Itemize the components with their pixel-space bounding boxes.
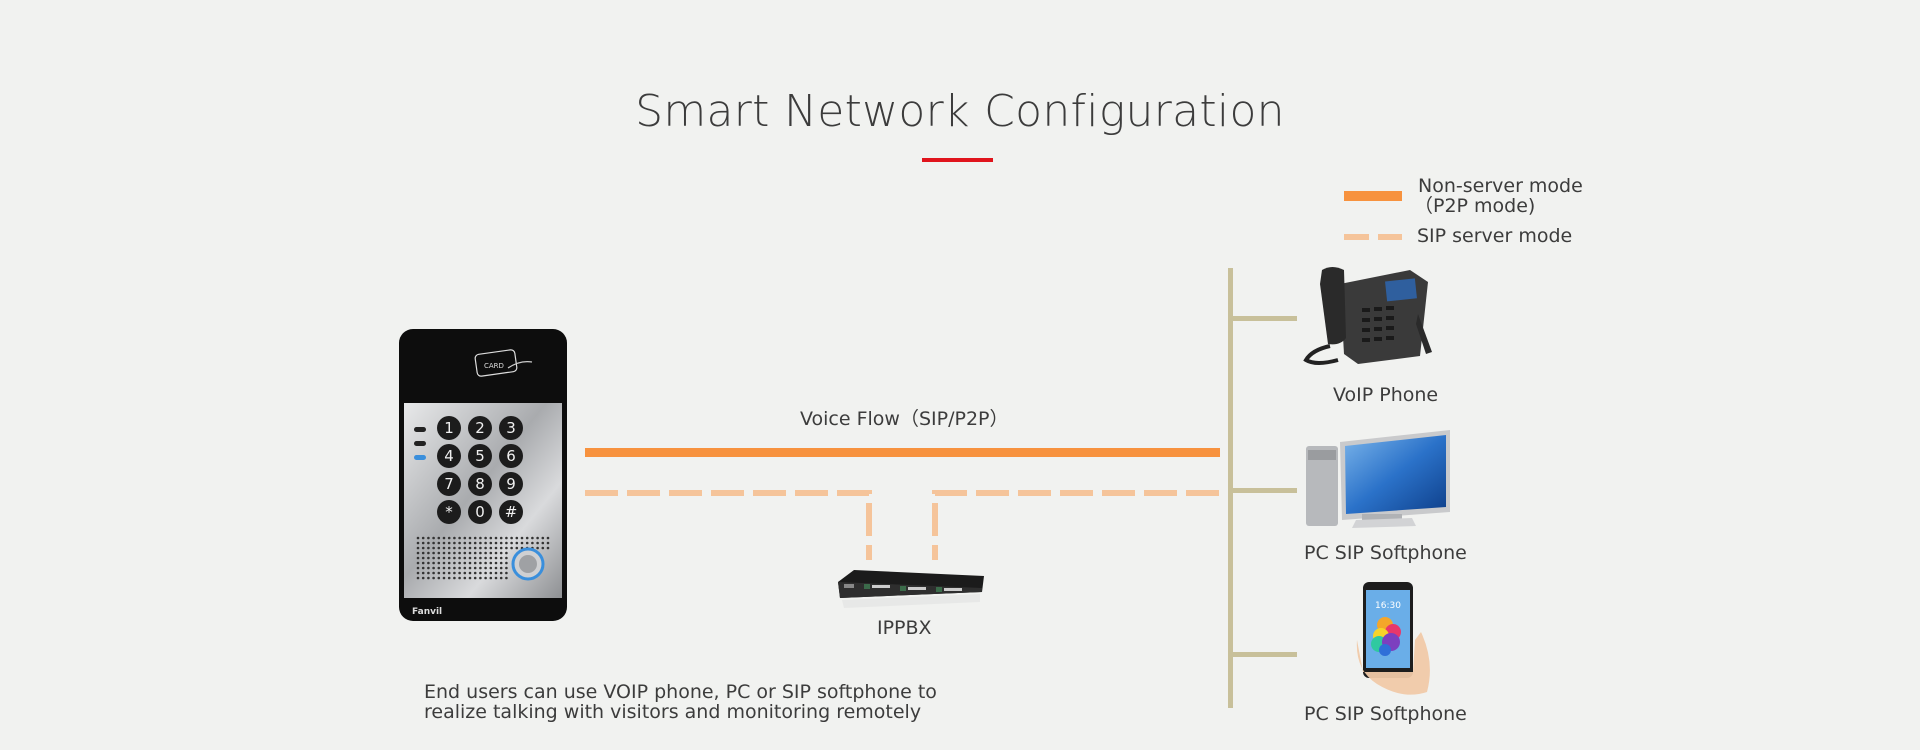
title-underline-divider: [922, 158, 993, 162]
keypad-key-label: 8: [475, 475, 485, 493]
legend-item-sip: SIP server mode: [1417, 225, 1573, 247]
ippbx-label: IPPBX: [877, 617, 932, 639]
keypad-key-label: 2: [475, 419, 485, 437]
keypad-key-label: 6: [506, 447, 516, 465]
legend-dashed-swatch: [1344, 234, 1402, 240]
desktop-computer-icon: [1300, 428, 1452, 532]
legend-solid-swatch: [1344, 191, 1402, 201]
keypad-key-label: 7: [444, 475, 454, 493]
keypad-key-label: 4: [444, 447, 454, 465]
mobile-softphone-label: PC SIP Softphone: [1304, 703, 1467, 725]
keypad-key: [437, 444, 461, 468]
keypad-key-label: *: [445, 503, 453, 521]
keypad-key: [468, 500, 492, 524]
keypad-key: [468, 416, 492, 440]
keypad-key: [499, 500, 523, 524]
caption-line-2: realize talking with visitors and monito…: [424, 701, 922, 723]
keypad-key-label: 1: [444, 419, 454, 437]
keypad-key: [468, 444, 492, 468]
voip-desk-phone-icon: [1300, 264, 1440, 368]
description-caption: End users can use VOIP phone, PC or SIP …: [424, 682, 937, 722]
keypad-key-label: 9: [506, 475, 516, 493]
smartphone-icon: 16:30: [1355, 580, 1445, 698]
voip-phone-label: VoIP Phone: [1333, 384, 1439, 406]
svg-text:CARD: CARD: [484, 362, 504, 370]
ippbx-server-icon: [834, 568, 986, 612]
keypad-key-label: #: [505, 503, 518, 521]
caption-line-1: End users can use VOIP phone, PC or SIP …: [424, 681, 937, 703]
keypad-key-label: 5: [475, 447, 485, 465]
pc-softphone-label: PC SIP Softphone: [1304, 542, 1467, 564]
bus-branch-pc: [1230, 488, 1297, 493]
keypad-key: [437, 472, 461, 496]
sip-dashed-line-right: [932, 490, 1219, 560]
svg-text:16:30: 16:30: [1375, 601, 1401, 611]
legend-item-p2p: Non-server mode （P2P mode): [1414, 175, 1583, 216]
bus-branch-voip: [1230, 316, 1297, 321]
svg-text:Fanvil: Fanvil: [412, 607, 442, 617]
sip-dashed-line-left: [585, 490, 872, 560]
keypad-key-label: 3: [506, 419, 516, 437]
p2p-voice-line: [585, 448, 1220, 457]
keypad-key: [499, 444, 523, 468]
door-intercom-icon: CARD 1 2 3 4 5 6 7 8 9 * 0 # Fanvil: [398, 328, 568, 622]
keypad-key-label: 0: [475, 503, 485, 521]
page-title: Smart Network Configuration: [635, 86, 1285, 137]
keypad-key: [468, 472, 492, 496]
keypad-key: [499, 472, 523, 496]
keypad-key: [437, 500, 461, 524]
legend: Non-server mode （P2P mode) SIP server mo…: [1340, 176, 1600, 251]
voice-flow-label: Voice Flow（SIP/P2P）: [800, 408, 1009, 430]
keypad-key: [499, 416, 523, 440]
keypad-key: [437, 416, 461, 440]
legend-p2p-label-line2: （P2P mode): [1414, 195, 1536, 217]
legend-p2p-label-line1: Non-server mode: [1418, 175, 1583, 197]
bus-branch-mobile: [1230, 652, 1297, 657]
